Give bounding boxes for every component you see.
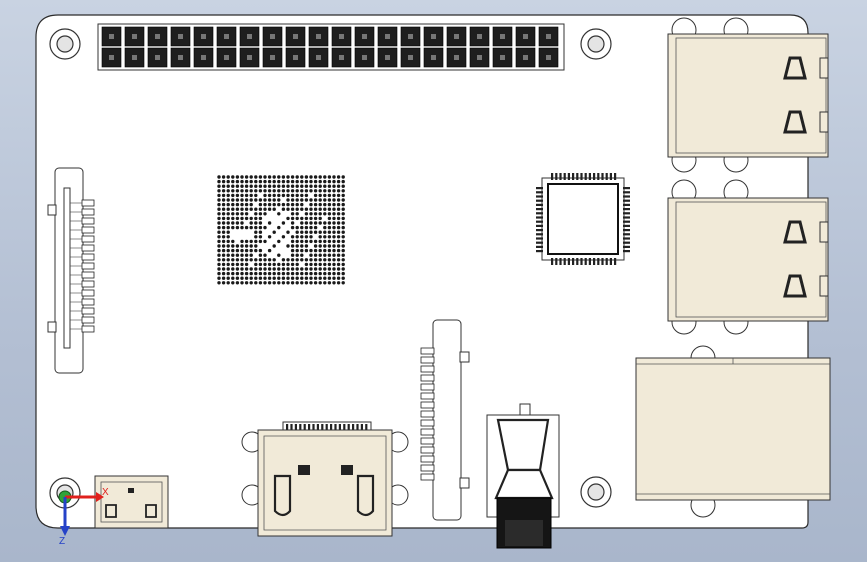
- gpio-pin-header: [97, 23, 565, 71]
- camera-ffc-connector: [420, 319, 470, 521]
- z-axis-label: Z: [59, 536, 65, 547]
- usb-port-upper: [667, 17, 829, 173]
- axis-triad: X Z: [58, 487, 109, 547]
- pcb-board: [35, 14, 809, 529]
- hdmi-port: [241, 421, 409, 537]
- micro-usb-power-port: [94, 475, 169, 529]
- qfp-chip: [536, 173, 630, 265]
- display-ffc-connector: [47, 167, 95, 374]
- ethernet-rj45-jack: [635, 345, 831, 518]
- audio-jack: [486, 403, 560, 549]
- usb-port-lower: [667, 179, 829, 335]
- x-axis-label: X: [102, 487, 109, 498]
- soc-bga-footprint: [217, 175, 345, 285]
- mounting-hole-top-right: [580, 28, 612, 60]
- mounting-hole-top-left: [49, 28, 81, 60]
- mounting-hole-bottom-right: [580, 476, 612, 508]
